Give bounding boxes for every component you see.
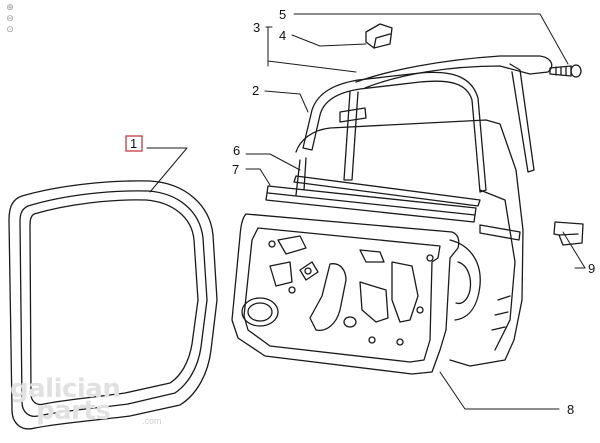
belt-moulding-part-6[interactable] [293,175,481,207]
watermark-line-1: galician [10,374,121,404]
magnifier-reset-icon[interactable]: ⊙ [6,25,14,35]
bracket-part-9[interactable] [553,221,584,246]
door-seal-part[interactable] [8,180,218,430]
highlight-box-1 [125,135,143,152]
callout-1[interactable]: 1 [130,136,137,151]
clip-part-4[interactable] [365,23,393,49]
belt-moulding-part-7[interactable] [265,185,477,223]
zoom-toolbar: ⊕ ⊖ ⊙ [3,3,17,36]
frame-moulding-part[interactable] [355,55,553,173]
magnifier-minus-icon[interactable]: ⊖ [6,14,14,24]
callout-6[interactable]: 6 [233,143,240,158]
callout-7[interactable]: 7 [232,162,239,177]
watermark-domain: .com [142,416,162,426]
leader-lines [146,13,586,410]
door-panel-part-8[interactable] [231,213,460,375]
magnifier-plus-icon[interactable]: ⊕ [6,3,14,13]
watermark-logo: galician parts .com [10,374,180,436]
callout-8[interactable]: 8 [567,402,574,417]
callout-3[interactable]: 3 [253,20,260,35]
watermark-line-2: parts [36,396,111,426]
callout-5[interactable]: 5 [279,7,286,22]
callout-9[interactable]: 9 [588,261,595,276]
pin-part-5[interactable] [549,64,582,78]
callout-2[interactable]: 2 [252,83,259,98]
door-shell [295,119,524,367]
callout-4[interactable]: 4 [279,28,286,43]
window-channel-part[interactable] [302,71,487,193]
